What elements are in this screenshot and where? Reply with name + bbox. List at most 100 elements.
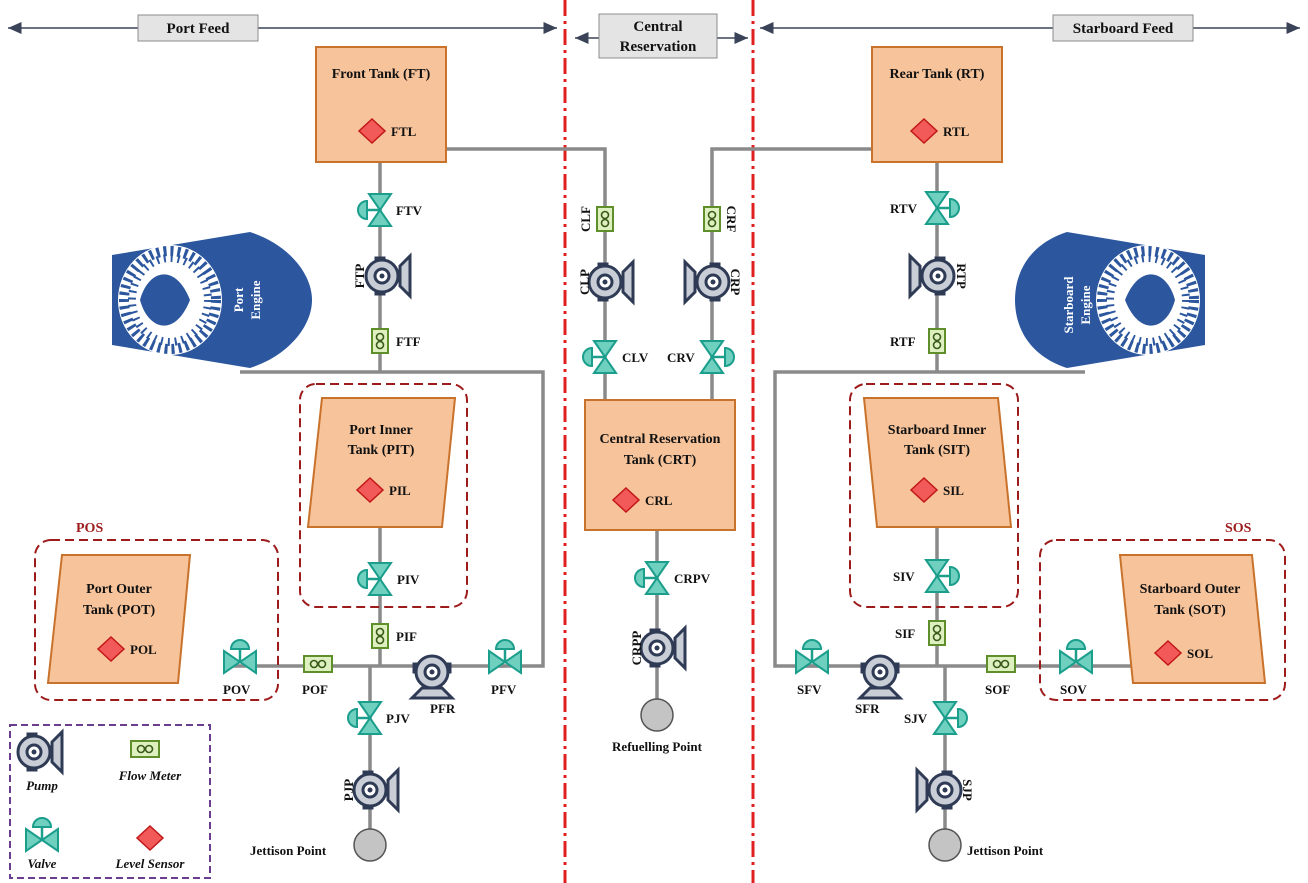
pif-flow-meter [371,623,389,649]
sfr-pump[interactable] [858,654,902,700]
pol-label: POL [130,642,157,657]
sov-label: SOV [1060,682,1087,697]
clp-pump[interactable] [587,260,635,304]
pos-group-box [34,539,279,701]
sfv-label: SFV [797,682,822,697]
sjv-valve[interactable] [932,700,969,736]
starboard-engine: Starboard Engine [1015,232,1205,368]
piv-label: PIV [397,572,420,587]
pjv-label: PJV [386,711,410,726]
clf-label: CLF [578,206,593,232]
starboard-inner-group-box [849,383,1019,608]
pjv-valve[interactable] [346,700,383,736]
crpp-label: CRPP [629,631,644,666]
pil-label: PIL [389,483,411,498]
starboard-jettison-label: Jettison Point [967,843,1044,858]
crf-label: CRF [724,206,739,233]
sol-label: SOL [1187,646,1213,661]
starboard-outer-tank-title-line2: Tank (SOT) [1154,603,1226,618]
rtv-valve[interactable] [924,190,961,226]
rtf-label: RTF [890,334,916,349]
refuelling-point[interactable] [640,698,674,732]
crp-label: CRP [728,269,743,296]
siv-valve[interactable] [924,558,961,594]
sif-label: SIF [895,626,915,641]
sof-flow-meter [986,655,1016,673]
central-header-line2: Reservation [620,39,697,55]
pov-label: POV [223,682,251,697]
ftv-label: FTV [396,203,423,218]
front-tank: Front Tank (FT) FTL [315,46,447,163]
sof-label: SOF [985,682,1010,697]
piv-valve[interactable] [356,561,393,597]
rtp-pump[interactable] [908,254,956,298]
ftv-valve[interactable] [356,192,393,228]
crpp-pump[interactable] [639,626,687,670]
siv-label: SIV [893,569,915,584]
starboard-engine-label-line2: Engine [1078,285,1093,324]
pos-label: POS [76,521,103,536]
crpv-label: CRPV [674,571,711,586]
rear-tank: Rear Tank (RT) RTL [871,46,1003,163]
pof-label: POF [302,682,328,697]
central-reservation-header [598,13,718,59]
port-outer-tank-title-line1: Port Outer [86,582,152,597]
sov-valve[interactable] [1058,638,1094,675]
sjp-label: SJP [960,779,975,801]
pov-valve[interactable] [222,638,258,675]
crv-valve[interactable] [699,339,736,375]
port-inner-tank-title-line2: Tank (PIT) [348,443,415,458]
starboard-feed-header [1052,14,1194,42]
port-jettison-label: Jettison Point [250,843,327,858]
central-tank-title-line1: Central Reservation [600,432,721,447]
crp-pump[interactable] [683,260,731,304]
port-engine-label-line1: Port [231,287,246,312]
legend-valve-label: Valve [28,856,57,871]
pof-flow-meter [303,655,333,673]
starboard-inner-tank-title-line1: Starboard Inner [888,423,986,438]
pfv-valve[interactable] [487,638,523,675]
pjp-pump[interactable] [352,768,400,812]
crf-flow-meter [703,206,721,232]
crv-label: CRV [667,350,695,365]
pif-label: PIF [396,629,417,644]
clv-label: CLV [622,350,649,365]
clv-valve[interactable] [581,339,618,375]
port-outer-tank: Port Outer Tank (POT) POL [46,554,192,684]
pfv-label: PFV [491,682,517,697]
ftf-label: FTF [396,334,421,349]
starboard-inner-tank: Starboard Inner Tank (SIT) SIL [862,397,1013,528]
legend-flow-meter-icon [130,740,160,758]
clp-label: CLP [577,269,592,295]
starboard-outer-tank: Starboard Outer Tank (SOT) SOL [1118,554,1267,684]
crpv-valve[interactable] [633,560,670,596]
starboard-jettison-point[interactable] [928,828,962,862]
legend-valve-icon [24,816,60,853]
legend-pump-icon [16,730,64,774]
pfr-pump[interactable] [410,654,454,700]
port-outer-tank-title-line2: Tank (POT) [83,603,156,618]
sil-label: SIL [943,483,964,498]
port-jettison-point[interactable] [353,828,387,862]
port-inner-tank: Port Inner Tank (PIT) PIL [306,397,457,528]
legend-level-sensor-label: Level Sensor [115,856,186,871]
starboard-engine-label-line1: Starboard [1061,276,1076,334]
ftf-flow-meter [371,328,389,354]
sjv-label: SJV [904,711,928,726]
sjp-pump[interactable] [915,768,963,812]
port-feed-header [137,14,259,42]
crl-label: CRL [645,493,673,508]
legend-pump-label: Pump [26,778,58,793]
rtl-label: RTL [943,124,970,139]
sos-label: SOS [1225,521,1252,536]
sfv-valve[interactable] [794,638,830,675]
central-reservation-tank: Central Reservation Tank (CRT) CRL [584,399,736,531]
port-engine: Port Engine [112,232,312,368]
rear-tank-title: Rear Tank (RT) [890,67,985,82]
legend: Pump Flow Meter Valve Level Sensor [9,724,211,879]
port-inner-tank-title-line1: Port Inner [349,423,412,438]
port-engine-label-line2: Engine [248,280,263,319]
ftp-pump[interactable] [364,254,412,298]
rtv-label: RTV [890,201,918,216]
